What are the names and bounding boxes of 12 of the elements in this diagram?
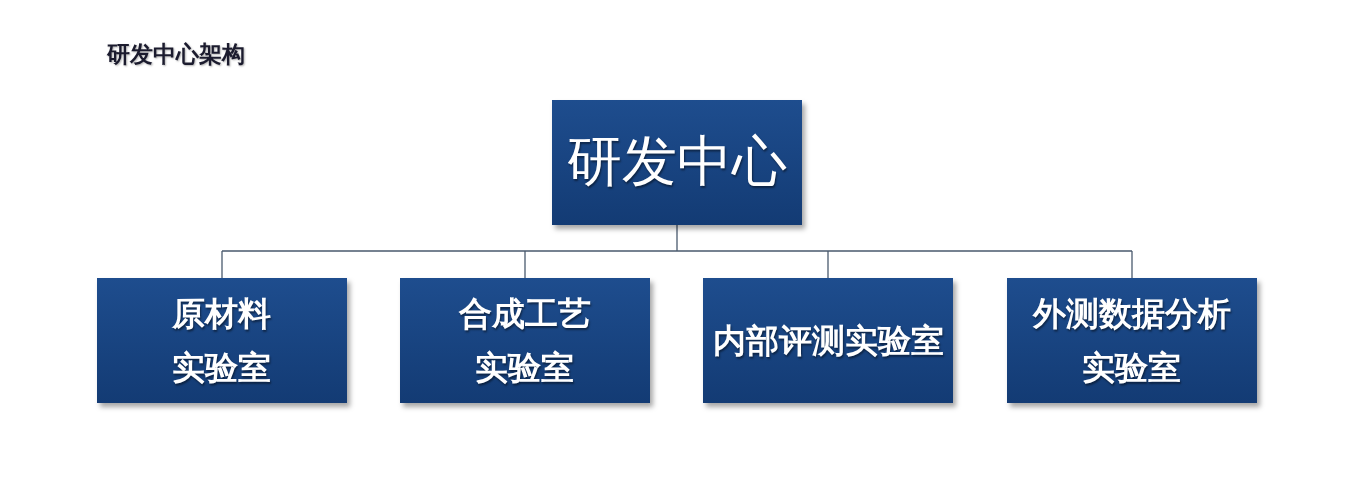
org-box — [1007, 278, 1257, 403]
node-label: 内部评测实验室 — [712, 321, 944, 361]
node-label: 外测数据分析实验室 — [1032, 294, 1232, 388]
org-box — [400, 278, 650, 403]
connector-line — [221, 224, 1133, 279]
node-label: 研发中心 — [567, 130, 787, 195]
node-label: 原材料实验室 — [171, 294, 273, 388]
org-box — [552, 100, 802, 225]
org-box — [703, 278, 953, 403]
node-label: 合成工艺实验室 — [458, 294, 592, 388]
diagram-title: 研发中心架构 — [107, 40, 245, 69]
org-box — [97, 278, 347, 403]
